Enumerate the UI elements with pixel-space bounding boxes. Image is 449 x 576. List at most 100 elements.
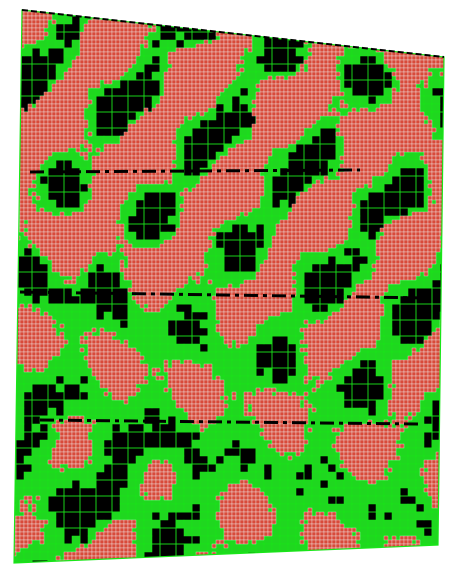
green-cell bbox=[335, 391, 345, 401]
red-cell bbox=[263, 91, 269, 97]
green-cell bbox=[223, 15, 233, 25]
green-cell bbox=[383, 351, 393, 361]
green-cell bbox=[343, 15, 353, 25]
red-cell bbox=[399, 55, 405, 61]
green-cell bbox=[127, 503, 137, 513]
red-cell bbox=[219, 79, 225, 85]
green-cell bbox=[399, 511, 409, 521]
red-cell bbox=[219, 47, 225, 53]
red-cell bbox=[315, 35, 321, 41]
green-cell bbox=[0, 192, 8, 200]
red-cell bbox=[239, 51, 245, 57]
red-cell bbox=[235, 59, 241, 65]
red-cell bbox=[423, 71, 429, 77]
red-cell bbox=[103, 19, 109, 25]
red-cell bbox=[387, 63, 393, 69]
red-cell bbox=[335, 79, 341, 85]
red-cell bbox=[235, 39, 241, 45]
red-cell bbox=[324, 0, 328, 4]
green-cell bbox=[0, 528, 8, 536]
green-cell bbox=[14, 207, 17, 217]
red-cell bbox=[423, 15, 429, 21]
red-cell bbox=[308, 4, 312, 8]
red-cell bbox=[423, 23, 429, 29]
red-cell bbox=[364, 4, 368, 8]
green-cell bbox=[311, 495, 321, 505]
green-cell bbox=[335, 135, 345, 145]
red-cell bbox=[83, 95, 89, 101]
green-cell bbox=[303, 255, 313, 265]
red-cell bbox=[199, 67, 205, 73]
green-cell bbox=[247, 23, 257, 33]
green-cell bbox=[247, 55, 257, 65]
red-cell bbox=[75, 83, 81, 89]
green-cell bbox=[79, 279, 89, 289]
red-cell bbox=[67, 83, 73, 89]
red-cell bbox=[295, 83, 301, 89]
green-cell bbox=[47, 407, 57, 417]
red-cell bbox=[339, 27, 345, 33]
green-cell bbox=[287, 519, 297, 529]
red-cell bbox=[255, 99, 261, 105]
red-cell bbox=[0, 4, 4, 8]
green-cell bbox=[247, 543, 257, 553]
red-cell bbox=[187, 51, 193, 57]
green-cell bbox=[327, 23, 337, 33]
green-cell bbox=[263, 223, 273, 233]
green-cell bbox=[415, 23, 425, 33]
green-cell bbox=[135, 495, 145, 505]
red-cell bbox=[139, 23, 145, 29]
red-cell bbox=[43, 15, 49, 21]
green-cell bbox=[0, 152, 8, 160]
green-cell bbox=[327, 247, 337, 257]
green-cell bbox=[327, 31, 337, 41]
green-cell bbox=[255, 15, 265, 25]
green-cell bbox=[439, 335, 444, 345]
green-cell bbox=[431, 79, 441, 89]
green-cell bbox=[207, 319, 217, 329]
red-cell bbox=[411, 75, 417, 81]
red-cell bbox=[31, 39, 37, 45]
green-cell bbox=[112, 568, 120, 576]
red-cell bbox=[171, 87, 177, 93]
green-cell bbox=[63, 47, 73, 57]
green-cell bbox=[143, 311, 153, 321]
red-cell bbox=[419, 15, 425, 21]
green-cell bbox=[279, 159, 289, 169]
red-cell bbox=[367, 27, 373, 33]
green-cell bbox=[127, 463, 137, 473]
red-cell bbox=[307, 15, 313, 21]
red-cell bbox=[327, 99, 333, 105]
red-cell bbox=[160, 4, 164, 8]
green-cell bbox=[311, 15, 321, 25]
red-cell bbox=[303, 11, 309, 17]
red-cell bbox=[67, 103, 73, 109]
red-cell bbox=[207, 47, 213, 53]
green-cell bbox=[335, 559, 345, 563]
red-cell bbox=[143, 27, 149, 33]
green-cell bbox=[231, 23, 241, 33]
red-cell bbox=[311, 87, 317, 93]
green-cell bbox=[343, 495, 353, 505]
green-cell bbox=[87, 559, 97, 563]
red-cell bbox=[219, 67, 225, 73]
green-cell bbox=[223, 95, 233, 105]
green-cell bbox=[127, 207, 137, 217]
green-cell bbox=[391, 495, 401, 505]
green-cell bbox=[152, 0, 160, 8]
green-cell bbox=[319, 391, 329, 401]
red-cell bbox=[344, 0, 348, 4]
green-cell bbox=[271, 487, 281, 497]
red-cell bbox=[319, 75, 325, 81]
green-cell bbox=[343, 55, 353, 65]
green-cell bbox=[14, 335, 17, 345]
green-cell bbox=[14, 223, 17, 233]
red-cell bbox=[251, 11, 257, 17]
red-cell bbox=[291, 83, 297, 89]
red-cell bbox=[367, 11, 373, 17]
red-cell bbox=[327, 19, 333, 25]
green-cell bbox=[127, 231, 137, 241]
red-cell bbox=[160, 0, 164, 4]
red-cell bbox=[52, 0, 56, 4]
red-cell bbox=[227, 11, 233, 17]
